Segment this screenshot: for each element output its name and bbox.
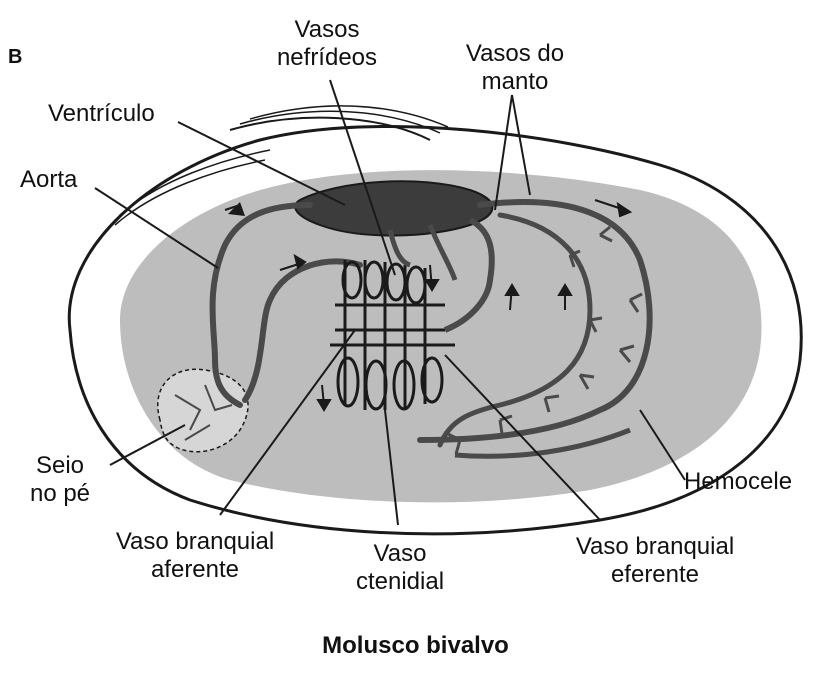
- mantle-branches: [447, 225, 643, 455]
- leader-ventriculo: [177, 121, 346, 206]
- hemocele-region: [120, 170, 762, 503]
- leader-ctenidial: [384, 409, 399, 526]
- label-vasos-do-manto: Vasos do manto: [465, 40, 565, 95]
- return-vessel: [242, 258, 363, 403]
- figure-caption: Molusco bivalvo: [322, 632, 509, 659]
- leader-hemocele: [639, 409, 686, 481]
- label-aorta: Aorta: [20, 166, 78, 193]
- leader-lines: [94, 79, 686, 526]
- flow-arrows: [279, 199, 633, 412]
- ctenidium: [330, 260, 455, 411]
- hinge-striations: [229, 116, 431, 141]
- leader-vasos-do-manto-1: [494, 94, 513, 211]
- label-vasos-nefrideos: Vasos nefrídeos: [276, 16, 378, 71]
- leader-aferente: [219, 329, 356, 516]
- aorta-vessel: [209, 202, 313, 408]
- mantle-vessel-inner: [437, 212, 593, 448]
- label-ventriculo: Ventrículo: [48, 100, 155, 127]
- label-seio-no-pe: Seio no pé: [29, 452, 91, 507]
- label-vaso-branquial-eferente: Vaso branquial eferente: [575, 533, 735, 588]
- leader-aorta: [94, 187, 219, 269]
- leader-seio: [109, 424, 186, 466]
- label-vaso-branquial-aferente: Vaso branquial aferente: [115, 528, 275, 583]
- label-vaso-ctenidial: Vaso ctenidial: [355, 540, 445, 595]
- leader-vasos-do-manto-2: [511, 94, 531, 196]
- leader-eferente: [444, 354, 601, 521]
- panel-letter: B: [8, 46, 23, 68]
- mantle-vessel-outer: [417, 199, 653, 443]
- nephridial-vessels: [387, 224, 458, 281]
- ventricle-shape: [294, 180, 494, 237]
- leader-vasos-nefrideos: [329, 79, 396, 276]
- label-hemocele: Hemocele: [684, 468, 793, 495]
